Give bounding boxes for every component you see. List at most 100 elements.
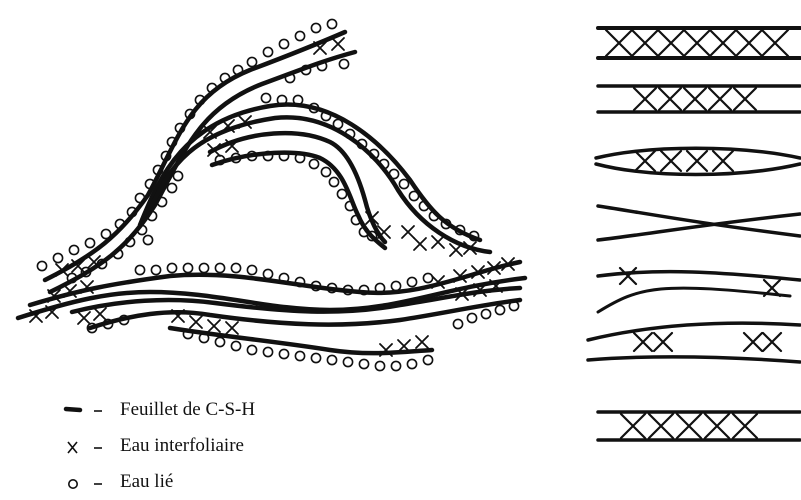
bound-water-circle [85,238,94,247]
bound-water-circles [37,19,518,370]
bound-water-circle [143,235,152,244]
bound-water-circle [339,59,348,68]
interlayer-water-cross [332,38,344,50]
panel-cross [634,333,652,351]
bound-water-circle [389,169,398,178]
panel-cross [654,333,672,351]
interlayer-water-cross [94,308,106,320]
panel-cross [606,30,632,56]
panel-sheet-line [598,288,790,312]
bound-water-circle [215,263,224,272]
bound-water-circle [279,349,288,358]
panel-cross [661,151,681,171]
bound-water-circle [231,263,240,272]
bound-water-circle [69,245,78,254]
bound-water-circle [391,281,400,290]
panel-cross [709,88,731,110]
bound-water-circle [375,361,384,370]
panel-sheet-line [588,357,800,362]
bound-water-circle [399,179,408,188]
panel-cross [705,414,729,438]
bound-water-circle [343,357,352,366]
bound-water-circle [337,189,346,198]
bound-water-circle [467,313,476,322]
bound-water-circle [231,341,240,350]
panel-sheet-line [598,206,800,236]
bound-water-circle [295,351,304,360]
bound-water-circle [327,19,336,28]
panel-cross [634,88,656,110]
bound-water-circle [167,183,176,192]
csh-sheets [18,32,525,353]
panel-cross [762,30,788,56]
panel-sheet-line [598,214,800,240]
bound-water-circle [215,337,224,346]
bound-water-circle [407,359,416,368]
panel-cross [744,333,762,351]
interlayer-water-cross [432,236,444,248]
panel-cross [684,30,710,56]
sheet-configuration-panels [588,28,800,440]
bound-water-circle [279,39,288,48]
panel-cross [658,30,684,56]
bound-water-circle [247,345,256,354]
panel-cross [632,30,658,56]
interlayer-water-cross [78,312,90,324]
csh-sheet [140,105,480,240]
bound-water-circle [199,263,208,272]
bound-water-circle [311,353,320,362]
bound-water-circle [329,177,338,186]
panel-cross [763,333,781,351]
bound-water-circle [53,253,62,262]
panel-cross [620,268,636,284]
panel-cross [649,414,673,438]
bound-water-circle [321,167,330,176]
interlayer-water-cross [208,320,220,332]
bound-water-circle [327,355,336,364]
bound-water-circle [333,119,342,128]
panel-cross [684,88,706,110]
interlayer-water-cross [226,322,238,334]
bound-water-circle [453,319,462,328]
panel-sheet-line [596,164,800,175]
bound-water-circle [101,229,110,238]
panel-cross [677,414,701,438]
bound-water-circle [183,263,192,272]
bound-water-circle [359,359,368,368]
bound-water-circle [495,305,504,314]
panel-sheet-line [596,148,800,158]
bound-water-circle [263,47,272,56]
legend-label-sheet: Feuillet de C-S-H [120,392,255,428]
panel-cross [621,414,645,438]
bound-water-circle [481,309,490,318]
circle-symbol-icon [62,464,118,500]
interlayer-water-cross [190,316,202,328]
panel-cross [687,151,707,171]
bound-water-circle [173,171,182,180]
bound-water-circle [247,57,256,66]
bound-water-circle [407,277,416,286]
bound-water-circle [423,355,432,364]
panel-cross [734,88,756,110]
bound-water-circle [263,347,272,356]
interlayer-water-cross [414,238,426,250]
legend-label-interlayer-water: Eau interfoliaire [120,428,244,464]
bound-water-circle [263,269,272,278]
csh-sheet [50,52,355,292]
bound-water-circle [151,265,160,274]
bound-water-circle [295,31,304,40]
bound-water-circle [311,23,320,32]
panel-cross [635,151,655,171]
bound-water-circle [391,361,400,370]
bound-water-circle [37,261,46,270]
bound-water-circle [309,159,318,168]
bound-water-circle [423,273,432,282]
interlayer-water-cross [416,336,428,348]
csh-sheet [90,300,520,328]
panel-cross [710,30,736,56]
sheet-symbol-icon [62,392,118,428]
panel-cross [736,30,762,56]
bound-water-circle [247,265,256,274]
bound-water-circle [167,263,176,272]
bound-water-circle [409,191,418,200]
